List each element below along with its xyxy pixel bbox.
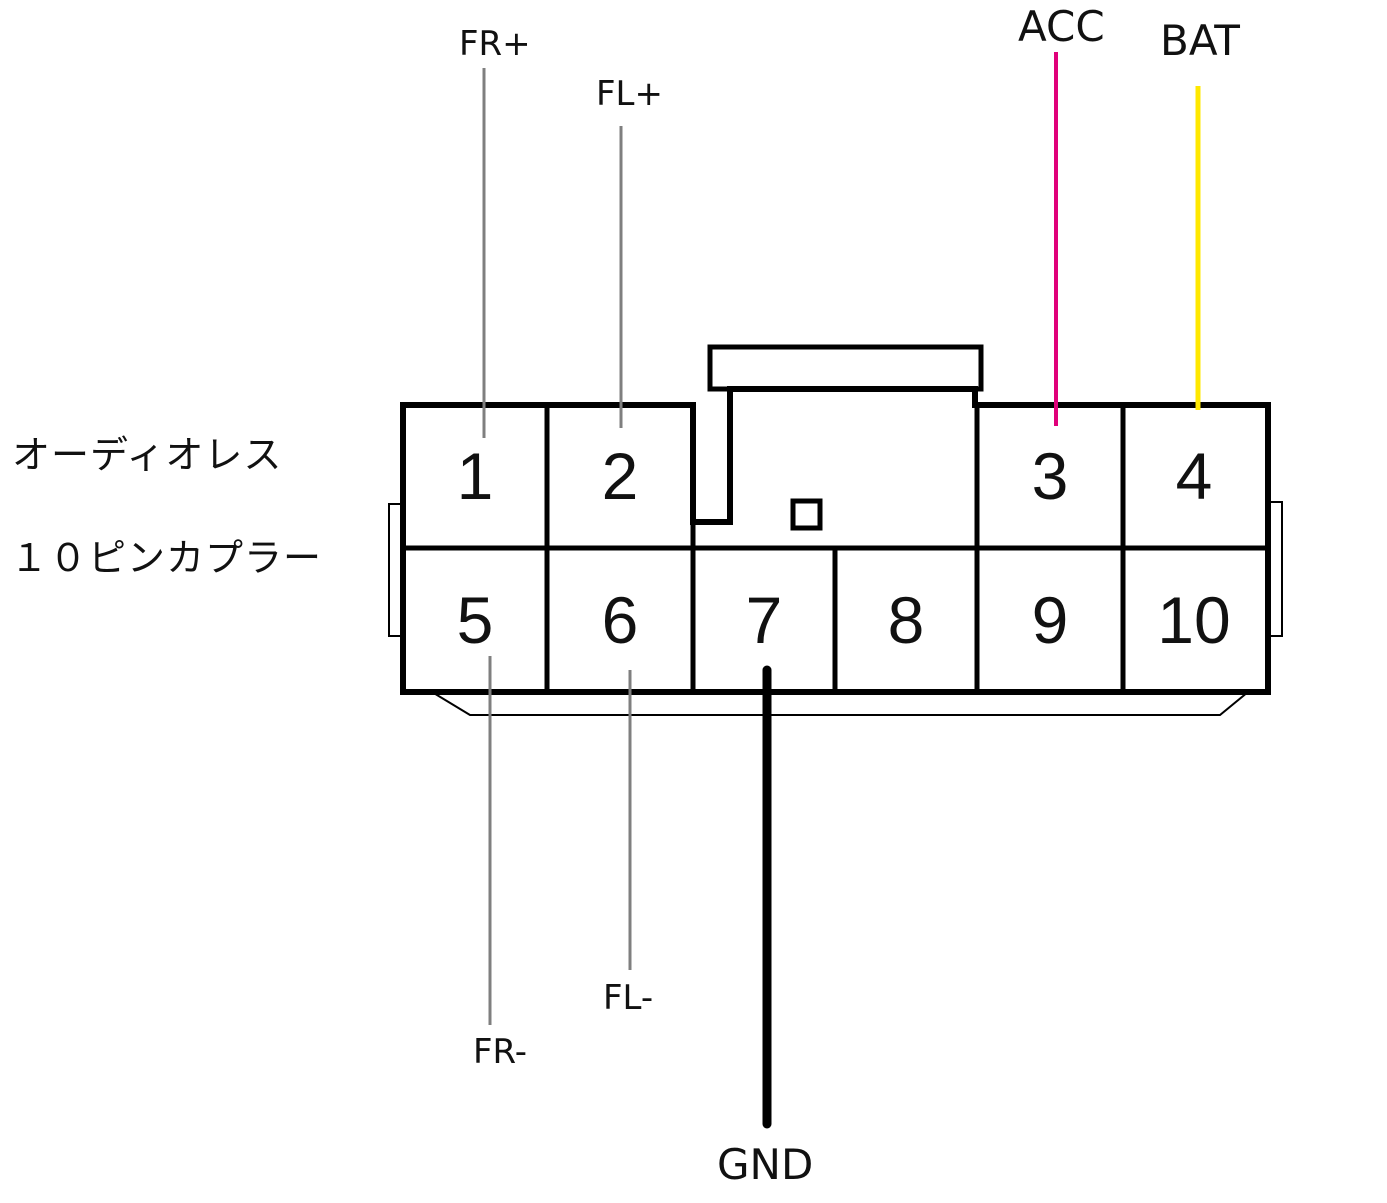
pin-2: 2 <box>601 439 639 513</box>
label-fl-minus: FL- <box>603 978 654 1018</box>
pin-3: 3 <box>1031 439 1069 513</box>
pin-7: 7 <box>745 583 783 657</box>
connector-skirt <box>428 691 1251 716</box>
label-fl-plus: FL+ <box>596 74 663 114</box>
pin-8: 8 <box>887 583 925 657</box>
label-fr-plus: FR+ <box>459 24 531 64</box>
label-fr-minus: FR- <box>473 1032 528 1072</box>
coupler-title-line-1: オーディオレス <box>12 433 283 477</box>
label-acc: ACC <box>1018 2 1105 51</box>
pin-4: 4 <box>1175 439 1213 513</box>
pin-5: 5 <box>456 583 494 657</box>
pin-10: 10 <box>1157 583 1231 657</box>
label-gnd: GND <box>717 1140 814 1189</box>
top-tab <box>707 344 984 392</box>
pin-9: 9 <box>1031 583 1069 657</box>
label-bat: BAT <box>1160 16 1240 65</box>
pin-1: 1 <box>456 439 494 513</box>
key-square <box>790 498 823 531</box>
pin-6: 6 <box>601 583 639 657</box>
coupler-title-line-2: １０ピンカプラー <box>10 536 323 580</box>
